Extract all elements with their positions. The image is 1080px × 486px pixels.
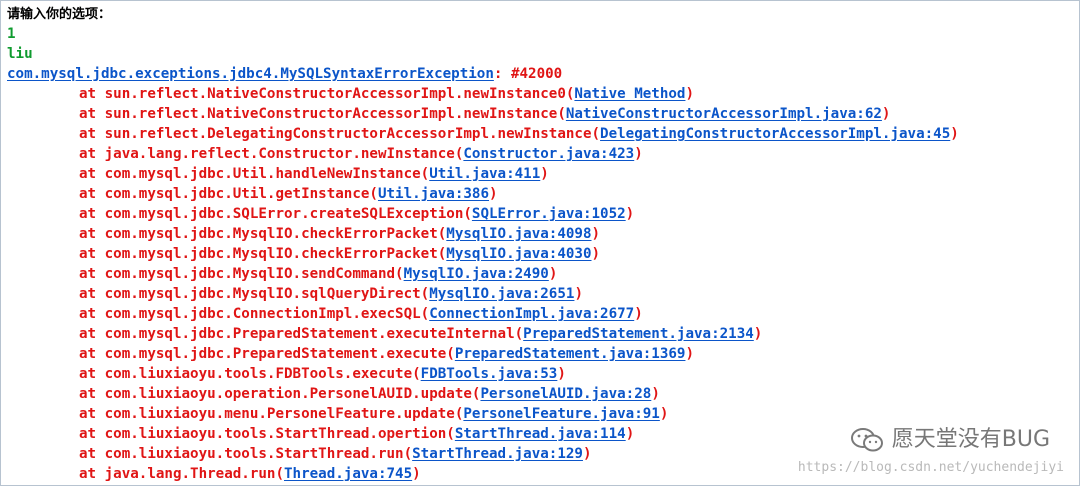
exception-class-link[interactable]: com.mysql.jdbc.exceptions.jdbc4.MySQLSyn… <box>7 66 494 82</box>
stack-frame-line: at java.lang.Thread.run(Thread.java:745) <box>79 464 421 484</box>
frame-method: at com.mysql.jdbc.SQLError.createSQLExce… <box>79 206 472 222</box>
source-link[interactable]: DelegatingConstructorAccessorImpl.java:4… <box>600 126 951 142</box>
frame-method: at com.mysql.jdbc.MysqlIO.sqlQueryDirect… <box>79 286 430 302</box>
stack-frame-line: at java.lang.reflect.Constructor.newInst… <box>79 144 643 164</box>
stack-frame-line: at com.mysql.jdbc.PreparedStatement.exec… <box>79 324 762 344</box>
frame-close-paren: ) <box>557 366 566 382</box>
frame-method: at com.mysql.jdbc.PreparedStatement.exec… <box>79 346 455 362</box>
input-prompt: 请输入你的选项： <box>7 7 112 22</box>
stack-frame-line: at com.liuxiaoyu.tools.StartThread.opert… <box>79 424 634 444</box>
source-link[interactable]: PreparedStatement.java:2134 <box>523 326 754 342</box>
frame-method: at sun.reflect.NativeConstructorAccessor… <box>79 106 566 122</box>
frame-method: at sun.reflect.NativeConstructorAccessor… <box>79 86 575 102</box>
source-link[interactable]: ConnectionImpl.java:2677 <box>429 306 635 322</box>
stack-frame-line: at com.mysql.jdbc.MysqlIO.checkErrorPack… <box>79 244 600 264</box>
source-link[interactable]: StartThread.java:129 <box>412 446 583 462</box>
frame-method: at com.mysql.jdbc.MysqlIO.checkErrorPack… <box>79 246 447 262</box>
source-link[interactable]: MysqlIO.java:4098 <box>446 226 592 242</box>
source-link[interactable]: SQLError.java:1052 <box>471 206 626 222</box>
frame-method: at com.liuxiaoyu.tools.StartThread.run( <box>79 446 413 462</box>
source-link[interactable]: Constructor.java:423 <box>463 146 635 162</box>
frame-close-paren: ) <box>574 286 583 302</box>
frame-close-paren: ) <box>582 446 592 462</box>
stack-frame-line: at com.mysql.jdbc.Util.getInstance(Util.… <box>79 184 498 204</box>
frame-method: at com.mysql.jdbc.Util.handleNewInstance… <box>79 166 430 182</box>
frame-close-paren: ) <box>634 306 643 322</box>
watermark-url: https://blog.csdn.net/yuchendejiyi <box>797 460 1064 475</box>
frame-method: at java.lang.reflect.Constructor.newInst… <box>79 146 464 162</box>
source-link[interactable]: PersonelFeature.java:91 <box>463 406 660 422</box>
source-link[interactable]: PersonelAUID.java:28 <box>480 386 652 402</box>
frame-close-paren: ) <box>548 266 558 282</box>
stack-frame-line: at com.mysql.jdbc.MysqlIO.sendCommand(My… <box>79 264 557 284</box>
source-link[interactable]: MysqlIO.java:4030 <box>446 246 592 262</box>
exception-message: : #42000 <box>493 66 563 82</box>
source-link[interactable]: Util.java:386 <box>377 186 490 202</box>
frame-close-paren: ) <box>950 126 959 142</box>
frame-method: at sun.reflect.DelegatingConstructorAcce… <box>79 126 601 142</box>
frame-close-paren: ) <box>591 246 601 262</box>
frame-close-paren: ) <box>881 106 891 122</box>
source-link[interactable]: Thread.java:745 <box>284 466 413 482</box>
watermark: 愿天堂没有BUG <box>850 425 1050 455</box>
frame-close-paren: ) <box>753 326 763 342</box>
source-link[interactable]: MysqlIO.java:2490 <box>403 266 549 282</box>
source-link[interactable]: MysqlIO.java:2651 <box>429 286 575 302</box>
user-input-line: liu <box>7 46 33 62</box>
stack-frame-line: at com.liuxiaoyu.operation.PersonelAUID.… <box>79 384 660 404</box>
frame-method: at com.mysql.jdbc.PreparedStatement.exec… <box>79 326 524 342</box>
stack-frame-line: at com.mysql.jdbc.Util.handleNewInstance… <box>79 164 549 184</box>
user-input-line: 1 <box>7 26 16 42</box>
stack-frame-line: at com.mysql.jdbc.ConnectionImpl.execSQL… <box>79 304 643 324</box>
source-link[interactable]: NativeConstructorAccessorImpl.java:62 <box>565 106 882 122</box>
frame-method: at com.mysql.jdbc.ConnectionImpl.execSQL… <box>79 306 430 322</box>
source-link[interactable]: Native Method <box>574 86 686 102</box>
frame-method: at com.liuxiaoyu.menu.PersonelFeature.up… <box>79 406 464 422</box>
source-link[interactable]: FDBTools.java:53 <box>420 366 558 382</box>
source-link[interactable]: StartThread.java:114 <box>454 426 626 442</box>
stack-frame-line: at sun.reflect.NativeConstructorAccessor… <box>79 84 694 104</box>
frame-method: at java.lang.Thread.run( <box>79 466 284 482</box>
stack-frame-line: at com.mysql.jdbc.SQLError.createSQLExce… <box>79 204 634 224</box>
stack-frame-line: at com.liuxiaoyu.tools.FDBTools.execute(… <box>79 364 566 384</box>
frame-method: at com.mysql.jdbc.MysqlIO.sendCommand( <box>79 266 404 282</box>
stack-frame-line: at sun.reflect.NativeConstructorAccessor… <box>79 104 890 124</box>
frame-method: at com.liuxiaoyu.tools.FDBTools.execute( <box>79 366 421 382</box>
source-link[interactable]: PreparedStatement.java:1369 <box>454 346 686 362</box>
exception-header: com.mysql.jdbc.exceptions.jdbc4.MySQLSyn… <box>7 64 562 84</box>
stack-frame-line: at com.mysql.jdbc.MysqlIO.sqlQueryDirect… <box>79 284 583 304</box>
frame-method: at com.mysql.jdbc.Util.getInstance( <box>79 186 378 202</box>
frame-close-paren: ) <box>591 226 601 242</box>
frame-close-paren: ) <box>634 146 643 162</box>
frame-close-paren: ) <box>659 406 669 422</box>
frame-close-paren: ) <box>489 186 498 202</box>
frame-close-paren: ) <box>651 386 660 402</box>
frame-close-paren: ) <box>625 426 635 442</box>
stack-frame-line: at com.liuxiaoyu.menu.PersonelFeature.up… <box>79 404 668 424</box>
source-link[interactable]: Util.java:411 <box>429 166 541 182</box>
wechat-icon <box>850 428 883 452</box>
frame-close-paren: ) <box>412 466 421 482</box>
stack-frame-line: at com.mysql.jdbc.PreparedStatement.exec… <box>79 344 694 364</box>
stack-frame-line: at sun.reflect.DelegatingConstructorAcce… <box>79 124 959 144</box>
frame-method: at com.liuxiaoyu.tools.StartThread.opert… <box>79 426 455 442</box>
frame-method: at com.liuxiaoyu.operation.PersonelAUID.… <box>79 386 481 402</box>
frame-close-paren: ) <box>625 206 635 222</box>
frame-close-paren: ) <box>540 166 549 182</box>
frame-close-paren: ) <box>685 86 695 102</box>
watermark-text: 愿天堂没有BUG <box>891 427 1050 452</box>
frame-close-paren: ) <box>685 346 695 362</box>
frame-method: at com.mysql.jdbc.MysqlIO.checkErrorPack… <box>79 226 447 242</box>
stack-frame-line: at com.liuxiaoyu.tools.StartThread.run(S… <box>79 444 592 464</box>
stack-frame-line: at com.mysql.jdbc.MysqlIO.checkErrorPack… <box>79 224 600 244</box>
